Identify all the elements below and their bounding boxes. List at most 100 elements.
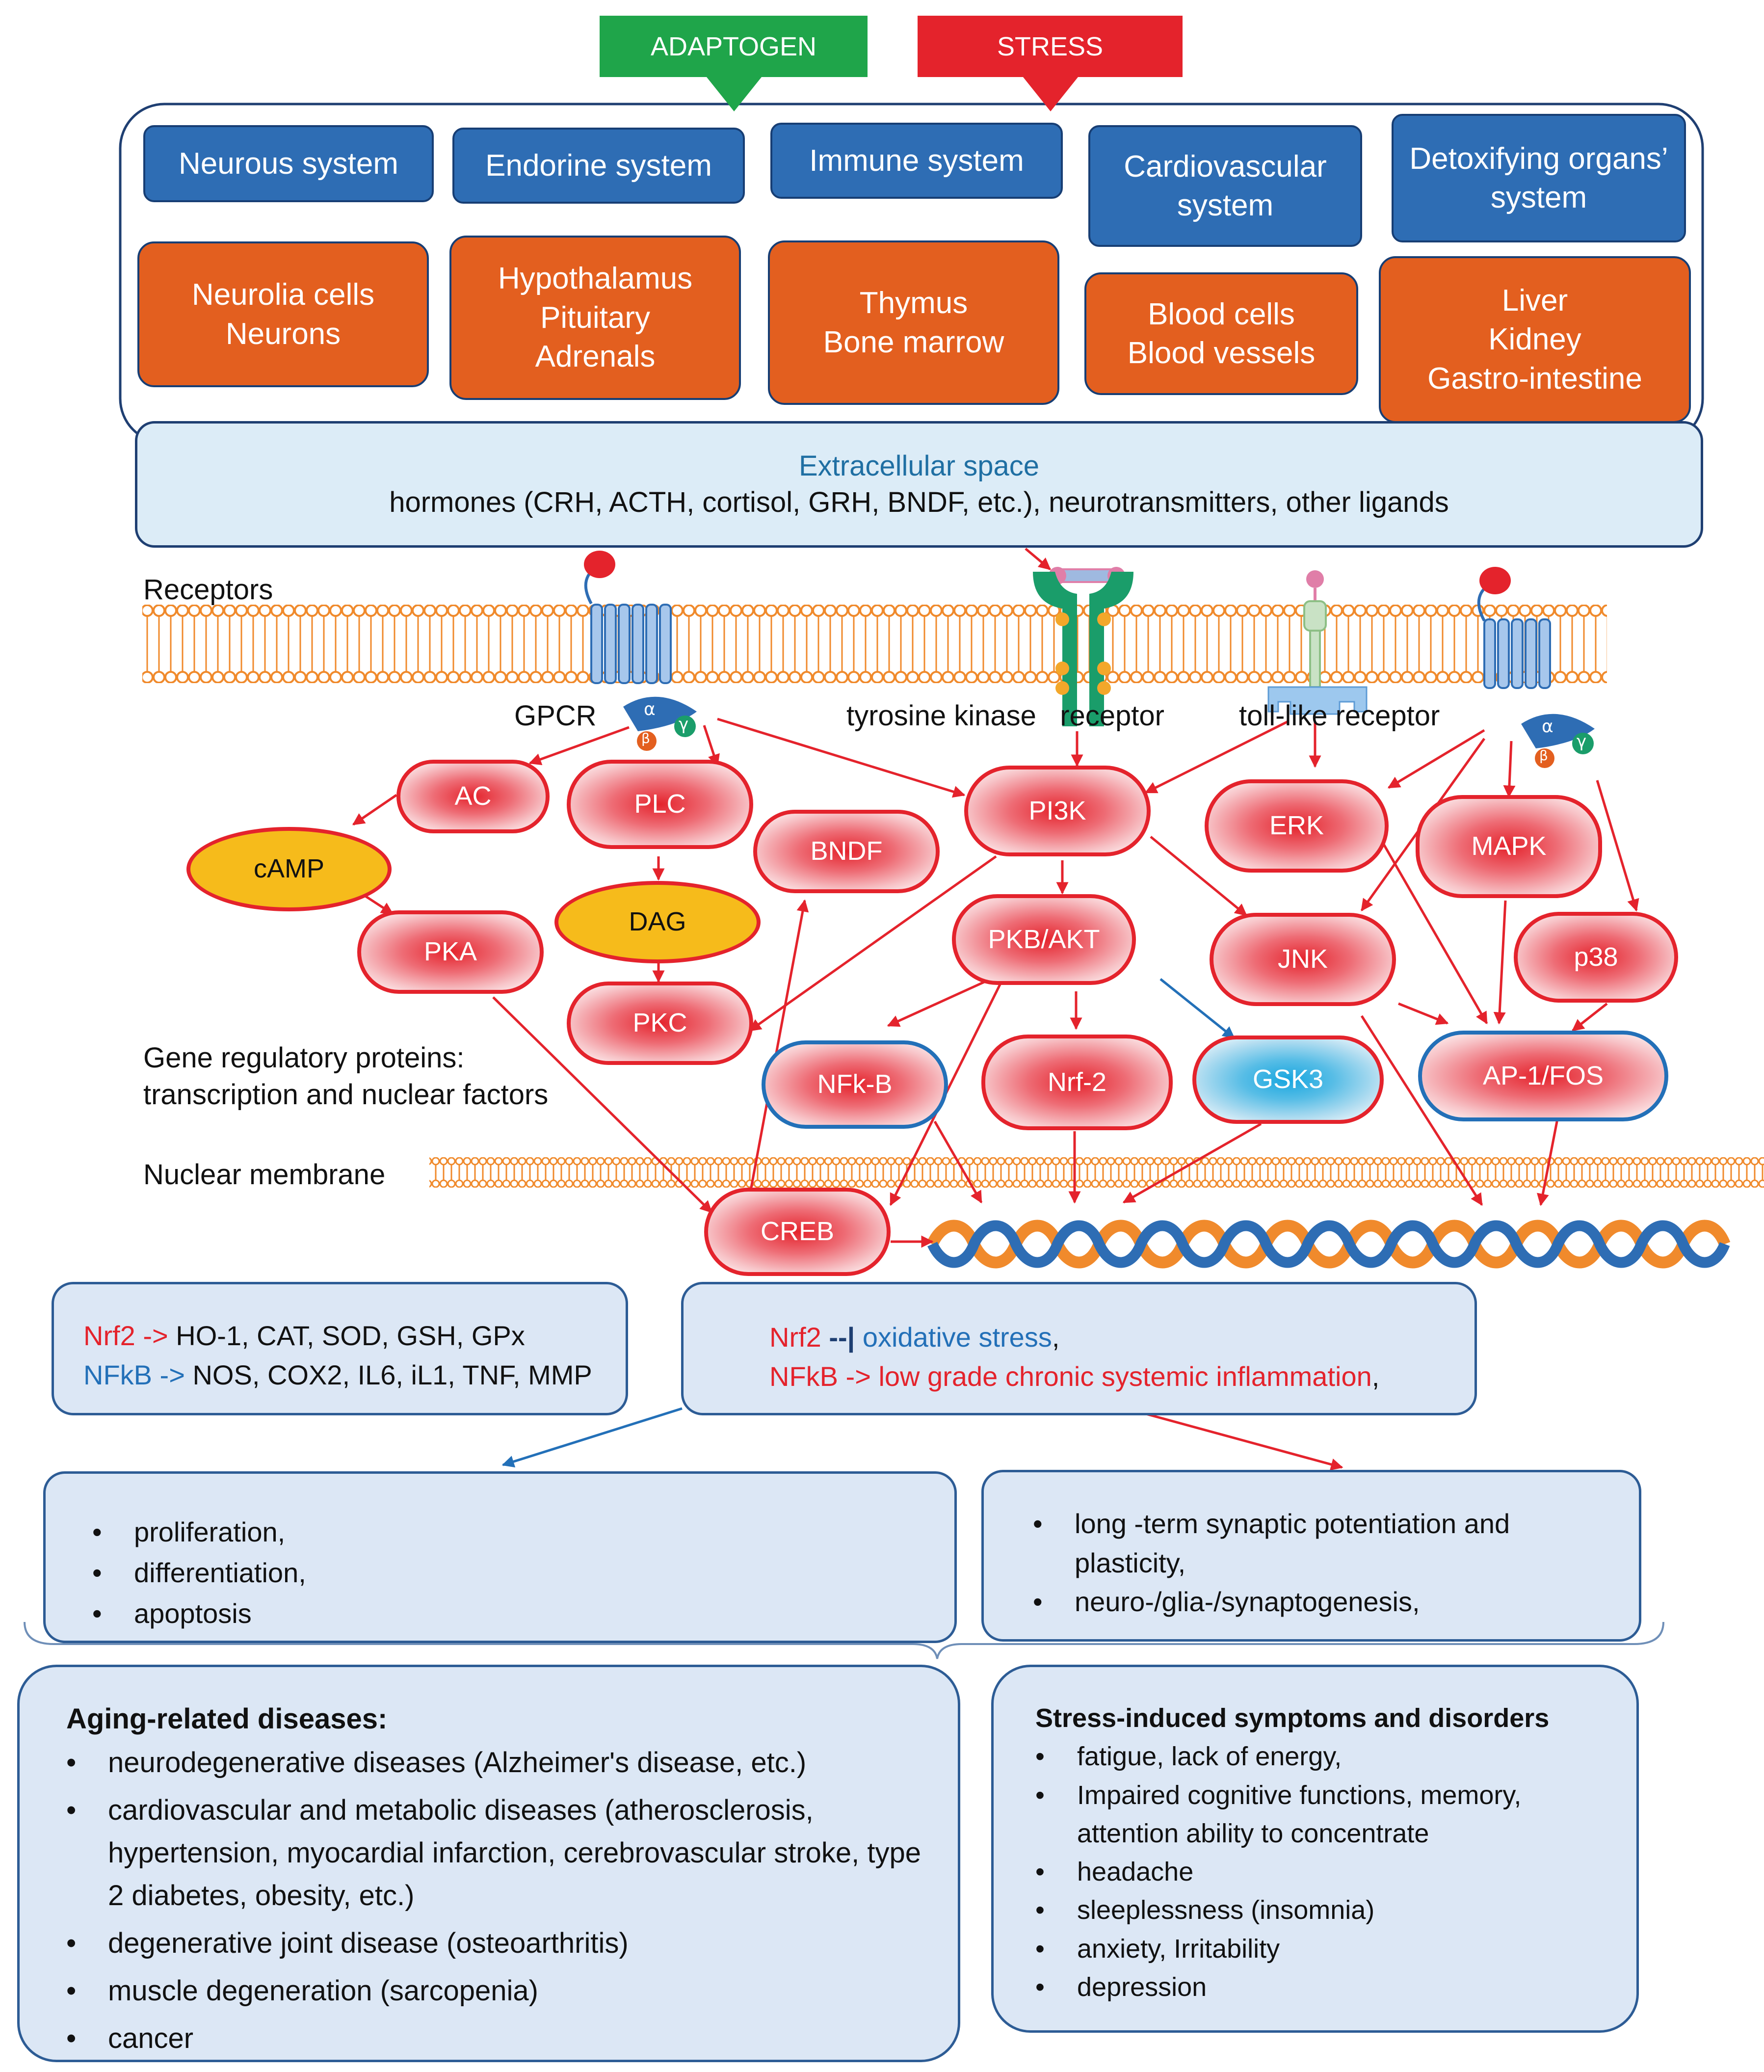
organ-thymus: Thymus Bone marrow xyxy=(768,240,1059,405)
node-plc: PLC xyxy=(567,760,753,849)
system-label: Neurous system xyxy=(179,146,398,181)
organ-line: Neurons xyxy=(225,317,341,351)
node-nfkb: NFk-B xyxy=(762,1040,948,1129)
system-immune: Immune system xyxy=(770,123,1063,199)
stress-arrow: STRESS xyxy=(918,16,1183,77)
organ-line: Gastro-intestine xyxy=(1427,361,1642,396)
extracellular-title: Extracellular space xyxy=(799,450,1039,482)
node-label: Nrf-2 xyxy=(1048,1067,1106,1097)
pkb-to-gsk3-arrow xyxy=(1159,978,1235,1039)
organ-line: Thymus xyxy=(859,286,968,320)
node-camp: cAMP xyxy=(186,827,392,911)
nfkb-key: NFkB -> xyxy=(83,1359,185,1390)
g-beta-2: β xyxy=(1539,747,1548,764)
comma: , xyxy=(1052,1322,1060,1353)
list-item: anxiety, Irritability xyxy=(1035,1930,1612,1968)
extracellular-ligands: hormones (CRH, ACTH, cortisol, GRH, BNDF… xyxy=(389,486,1449,518)
g-protein-1 xyxy=(637,716,696,751)
extracellular-space: Extracellular space hormones (CRH, ACTH,… xyxy=(135,421,1703,548)
list-item: Impaired cognitive functions, memory, at… xyxy=(1035,1776,1612,1853)
system-cardiovascular: Cardiovascular system xyxy=(1088,125,1362,247)
node-creb: CREB xyxy=(704,1188,891,1276)
organ-line: Blood cells xyxy=(1148,297,1295,331)
node-p38: p38 xyxy=(1514,912,1678,1003)
list-item: cardiovascular and metabolic diseases (a… xyxy=(66,1789,928,1917)
nrf2-targets-line: Nrf2 -> HO-1, CAT, SOD, GSH, GPx xyxy=(83,1316,626,1355)
list-item: degenerative joint disease (osteoarthrit… xyxy=(66,1922,928,1965)
organ-neural-cells: Neurolia cells Neurons xyxy=(137,241,429,387)
node-jnk: JNK xyxy=(1210,913,1396,1006)
synaptic-list: long -term synaptic potentiation and pla… xyxy=(1033,1504,1609,1621)
gpcr-receptor-1 xyxy=(584,551,697,731)
node-bndf: BNDF xyxy=(753,810,940,893)
system-label: Cardiovascular system xyxy=(1124,149,1327,222)
stress-arrow-head xyxy=(1023,77,1078,111)
stress-disorders-list: fatigue, lack of energy, Impaired cognit… xyxy=(1035,1737,1612,2006)
cell-fate-list: proliferation, differentiation, apoptosi… xyxy=(92,1512,954,1634)
inhibit-symbol: --| xyxy=(829,1322,855,1353)
node-label: MAPK xyxy=(1471,831,1547,861)
aging-diseases-panel: Aging-related diseases: neurodegenerativ… xyxy=(17,1665,960,2062)
list-item: proliferation, xyxy=(92,1512,954,1553)
system-label: Detoxifying organs’ system xyxy=(1409,141,1668,214)
node-gsk3: GSK3 xyxy=(1192,1036,1384,1124)
g-alpha-2: α xyxy=(1542,717,1553,737)
node-label: DAG xyxy=(629,907,686,937)
node-pi3k: PI3K xyxy=(964,766,1151,856)
synaptic-box: long -term synaptic potentiation and pla… xyxy=(981,1470,1641,1642)
g-gamma-1: γ xyxy=(679,715,689,734)
nfkb-effect-line: NFkB -> low grade chronic systemic infla… xyxy=(769,1357,1474,1396)
node-label: PKC xyxy=(632,1008,687,1038)
g-alpha-1: α xyxy=(644,699,656,719)
node-label: PKB/AKT xyxy=(988,924,1100,954)
grouping-brace xyxy=(24,1621,1664,1659)
node-label: cAMP xyxy=(253,854,325,884)
stress-disorders-panel: Stress-induced symptoms and disorders fa… xyxy=(991,1665,1639,2033)
aging-list: neurodegenerative diseases (Alzheimer's … xyxy=(66,1741,928,2060)
node-label: p38 xyxy=(1574,942,1618,972)
organ-line: Pituitary xyxy=(540,300,650,335)
list-item: neurodegenerative diseases (Alzheimer's … xyxy=(66,1741,928,1784)
nrf2-effect-line: Nrf2 --| oxidative stress, xyxy=(769,1318,1474,1357)
system-label: Endorine system xyxy=(485,148,712,183)
adaptogen-arrow: ADAPTOGEN xyxy=(600,16,868,77)
toll-like-receptor xyxy=(1267,570,1368,715)
nuclear-membrane-label: Nuclear membrane xyxy=(143,1159,386,1191)
nfkb-targets-line: NFkB -> NOS, COX2, IL6, iL1, TNF, MMP xyxy=(83,1355,626,1395)
organ-line: Bone marrow xyxy=(823,325,1004,359)
node-label: AP-1/FOS xyxy=(1482,1061,1604,1090)
system-endocrine: Endorine system xyxy=(452,128,745,204)
stress-label: STRESS xyxy=(997,31,1104,61)
node-label: JNK xyxy=(1277,944,1328,974)
node-label: AC xyxy=(454,781,492,811)
organ-line: Kidney xyxy=(1488,322,1581,357)
system-label: Immune system xyxy=(809,143,1024,178)
effects-to-cell-fate-arrow xyxy=(501,1407,683,1468)
node-pkc: PKC xyxy=(567,982,753,1065)
g-beta-1: β xyxy=(641,730,650,746)
node-mapk: MAPK xyxy=(1416,795,1602,898)
g-protein-2 xyxy=(1535,733,1594,768)
node-dag: DAG xyxy=(554,881,761,963)
gene-targets-box: Nrf2 -> HO-1, CAT, SOD, GSH, GPx NFkB ->… xyxy=(52,1282,628,1415)
node-label: CREB xyxy=(760,1217,835,1247)
nuclear-membrane-band xyxy=(429,1157,1764,1188)
organ-line: Adrenals xyxy=(535,340,656,374)
system-detoxifying: Detoxifying organs’ system xyxy=(1392,114,1686,242)
nfkb-targets: NOS, COX2, IL6, iL1, TNF, MMP xyxy=(192,1359,592,1390)
list-item: fatigue, lack of energy, xyxy=(1035,1737,1612,1776)
aging-title: Aging-related diseases: xyxy=(66,1703,388,1735)
node-label: PLC xyxy=(634,789,686,819)
organ-line: Liver xyxy=(1501,283,1568,318)
adaptogen-label: ADAPTOGEN xyxy=(650,31,817,61)
list-item: differentiation, xyxy=(92,1553,954,1594)
adaptogen-arrow-head xyxy=(707,77,762,111)
list-item: depression xyxy=(1035,1968,1612,2007)
organ-blood: Blood cells Blood vessels xyxy=(1084,272,1358,395)
list-item: sleeplessness (insomnia) xyxy=(1035,1891,1612,1930)
node-nrf2: Nrf-2 xyxy=(981,1035,1173,1130)
node-label: BNDF xyxy=(810,836,883,866)
receptors-label: Receptors xyxy=(143,574,273,606)
inflammation-text: NFkB -> low grade chronic systemic infla… xyxy=(769,1360,1372,1392)
